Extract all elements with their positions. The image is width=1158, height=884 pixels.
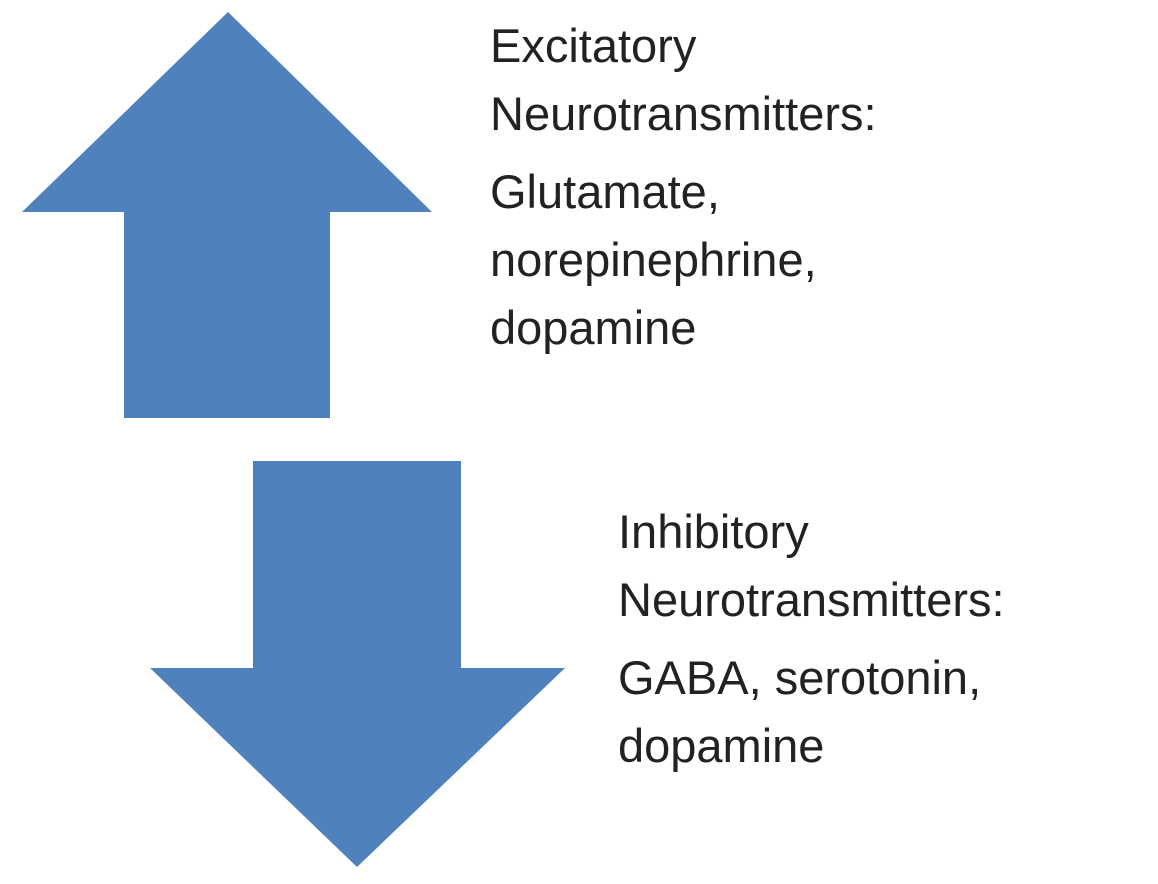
excitatory-list: Glutamate, norepinephrine, dopamine (490, 158, 877, 362)
excitatory-list-line3: dopamine (490, 301, 697, 354)
inhibitory-label-block: Inhibitory Neurotransmitters: GABA, sero… (618, 498, 1005, 780)
arrow-down-icon (150, 461, 565, 867)
excitatory-label-block: Excitatory Neurotransmitters: Glutamate,… (490, 12, 877, 362)
arrow-up-icon (22, 12, 432, 418)
inhibitory-list-line1: GABA, serotonin, (618, 651, 982, 704)
inhibitory-list: GABA, serotonin, dopamine (618, 644, 1005, 780)
inhibitory-list-line2: dopamine (618, 719, 825, 772)
excitatory-list-line2: norepinephrine, (490, 233, 817, 286)
excitatory-heading-line1: Excitatory (490, 19, 697, 72)
inhibitory-heading-line2: Neurotransmitters: (618, 573, 1005, 626)
inhibitory-heading-line1: Inhibitory (618, 505, 809, 558)
excitatory-heading-line2: Neurotransmitters: (490, 87, 877, 140)
excitatory-list-line1: Glutamate, (490, 165, 720, 218)
